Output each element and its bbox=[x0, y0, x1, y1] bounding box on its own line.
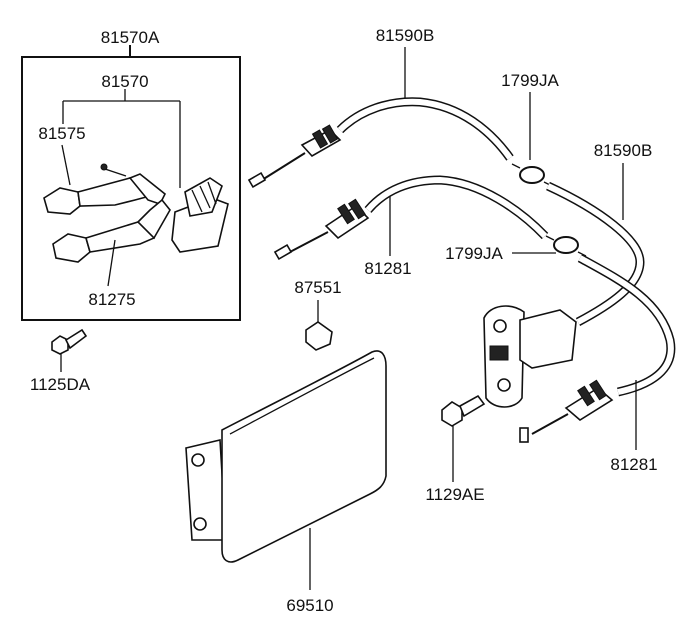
label-81281-middle: 81281 bbox=[364, 259, 411, 278]
lever-bracket bbox=[171, 177, 229, 253]
label-1125DA: 1125DA bbox=[30, 375, 91, 394]
release-lever-upper bbox=[43, 173, 167, 215]
label-81281-right: 81281 bbox=[610, 455, 657, 474]
cable-81590B-upper bbox=[247, 97, 514, 189]
release-lever-lower bbox=[52, 198, 171, 263]
cable-end-fitting-middle bbox=[273, 198, 370, 261]
fuel-door-69510 bbox=[185, 350, 387, 563]
clip-1799JA-upper bbox=[511, 163, 553, 187]
label-81570: 81570 bbox=[101, 72, 148, 91]
label-81575: 81575 bbox=[38, 124, 85, 143]
leader-81575 bbox=[61, 144, 71, 186]
label-81590B-upper: 81590B bbox=[376, 26, 435, 45]
leader-81570 bbox=[62, 89, 181, 188]
screw-small bbox=[100, 163, 127, 177]
bolt-1129AE bbox=[441, 394, 486, 482]
label-81590B-right: 81590B bbox=[594, 141, 653, 160]
label-87551: 87551 bbox=[294, 278, 341, 297]
label-1799JA-upper: 1799JA bbox=[501, 71, 559, 90]
clip-1799JA-lower bbox=[545, 235, 587, 257]
bolt-1125DA bbox=[51, 328, 88, 372]
leader-81275 bbox=[107, 239, 116, 287]
cable-end-fitting-upper bbox=[247, 124, 342, 189]
cable-81281-middle bbox=[273, 175, 676, 397]
label-81570A: 81570A bbox=[101, 28, 160, 47]
label-1799JA-lower: 1799JA bbox=[445, 244, 503, 263]
cable-end-fitting-right bbox=[519, 379, 614, 443]
assembly-box-81570A bbox=[21, 45, 241, 321]
label-69510: 69510 bbox=[286, 596, 333, 615]
cable-81590B-right bbox=[546, 181, 645, 326]
label-81275: 81275 bbox=[88, 290, 135, 309]
label-1129AE: 1129AE bbox=[425, 485, 484, 504]
fuel-door-latch bbox=[483, 305, 577, 408]
bumper-87551 bbox=[305, 321, 333, 351]
